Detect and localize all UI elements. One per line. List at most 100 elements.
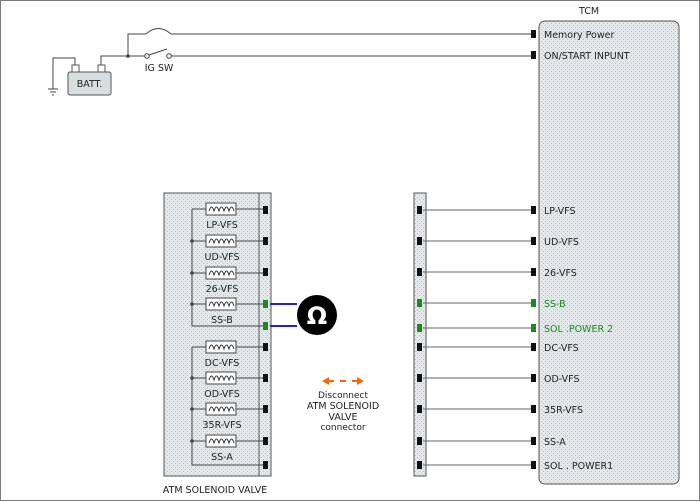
connector-pin [417, 374, 422, 382]
solenoid-coil: DC-VFS [192, 340, 263, 369]
solenoid-coil-icon [205, 202, 237, 216]
solenoid-coils: LP-VFS UD-VFS 26-VFS SS-B DC-VFS OD-VFS 35R-VF… [190, 202, 268, 469]
tcm-pin-label: LP-VFS [544, 206, 576, 217]
solenoid-coil: SS-B [192, 297, 263, 326]
valve-pin [263, 437, 268, 445]
solenoid-coil-icon [205, 434, 237, 448]
valve-pin [263, 268, 268, 276]
disconnect-note: Disconnect ATM SOLENOID VALVE connector [307, 377, 379, 433]
valve-pin [263, 300, 268, 308]
harness-wires: LP-VFS UD-VFS 26-VFS SS-B SOL .POWER 2 DC-VFS… [417, 206, 613, 472]
coil-label: DC-VFS [205, 358, 240, 369]
solenoid-coil-icon [205, 297, 237, 311]
tcm-pin-label: UD-VFS [544, 237, 579, 248]
coil-label: SS-B [211, 315, 233, 326]
connector-pin [417, 237, 422, 245]
tcm-pin [531, 437, 536, 445]
harness-wire: SS-A [417, 437, 566, 448]
valve-pin [263, 461, 268, 469]
harness-wire: OD-VFS [417, 374, 580, 385]
valve-pin [263, 206, 268, 214]
harness-wire: SS-B [417, 299, 566, 310]
ohm-symbol: Ω [307, 302, 327, 330]
tcm-pin [531, 343, 536, 351]
connector-pin [417, 405, 422, 413]
valve-pin [263, 322, 268, 330]
harness-wire: SOL .POWER 2 [417, 324, 613, 335]
solenoid-coil: UD-VFS [192, 234, 263, 263]
coil-label: OD-VFS [204, 389, 240, 400]
solenoid-coil-icon [205, 402, 237, 416]
tcm-pin-label: SOL . POWER1 [544, 461, 613, 472]
tcm-pin [531, 461, 536, 469]
coil-label: 35R-VFS [202, 420, 241, 431]
tcm-pin [531, 206, 536, 214]
valve-pin [263, 374, 268, 382]
battery: BATT. [67, 64, 112, 96]
tcm-pin-label: SOL .POWER 2 [544, 324, 613, 335]
connector-pin [417, 437, 422, 445]
solenoid-coil: SS-A [192, 434, 263, 463]
connector-pin [417, 461, 422, 469]
connector-pin [417, 299, 422, 307]
solenoid-coil: 35R-VFS [192, 402, 263, 431]
tcm-power-pin: ON/START INPUNT [531, 51, 630, 62]
solenoid-coil-icon [205, 266, 237, 280]
tcm-body [538, 20, 680, 485]
tcm-pin-label: DC-VFS [544, 343, 579, 354]
harness-wire: 35R-VFS [417, 405, 583, 416]
battery-ground-wiring [48, 57, 76, 96]
harness-connector [413, 192, 427, 477]
tcm-pin-label: SS-A [544, 437, 566, 448]
harness-wire: SOL . POWER1 [417, 461, 613, 472]
bidirectional-arrow-icon [322, 377, 364, 385]
valve-pin [263, 343, 268, 351]
coil-label: LP-VFS [206, 220, 238, 231]
solenoid-coil: LP-VFS [192, 202, 263, 231]
coil-label: SS-A [211, 452, 233, 463]
solenoid-coil-icon [205, 371, 237, 385]
tcm-pin [531, 324, 536, 332]
probe-wires [270, 303, 297, 327]
connector-pin [417, 324, 422, 332]
connector-pin [417, 343, 422, 351]
coil-label: 26-VFS [206, 284, 239, 295]
connector-pin [417, 206, 422, 214]
note-line: ATM SOLENOID [307, 401, 379, 412]
note-line: Disconnect [318, 391, 368, 401]
tcm-title: TCM [578, 6, 599, 17]
solenoid-coil-icon [205, 340, 237, 354]
harness-wire: 26-VFS [417, 268, 577, 279]
pin-label-memory-power: Memory Power [544, 30, 614, 41]
ohmmeter-icon: Ω [297, 295, 337, 335]
coil-label: UD-VFS [205, 252, 240, 263]
connector-pin [417, 268, 422, 276]
tcm-pin-label: 35R-VFS [544, 405, 583, 416]
solenoid-coil: OD-VFS [192, 371, 263, 400]
tcm-pin-label: 26-VFS [544, 268, 577, 279]
tcm-pin [531, 299, 536, 307]
valve-pin [263, 237, 268, 245]
solenoid-coil: 26-VFS [192, 266, 263, 295]
harness-wire: LP-VFS [417, 206, 576, 217]
battery-feed-wiring [100, 28, 531, 65]
pin-label-on-start-input: ON/START INPUNT [544, 51, 630, 62]
note-line: connector [320, 423, 365, 433]
tcm-pin [531, 374, 536, 382]
note-line: VALVE [328, 412, 357, 423]
tcm-pin [531, 405, 536, 413]
valve-internal-wiring [190, 209, 263, 466]
switch-label: IG SW [145, 63, 174, 74]
valve-pin [263, 405, 268, 413]
tcm-pin-label: OD-VFS [544, 374, 580, 385]
ignition-switch: IG SW [126, 53, 174, 74]
battery-label: BATT. [77, 79, 103, 90]
tcm-pin-label: SS-B [544, 299, 566, 310]
tcm-pin [531, 268, 536, 276]
tcm-power-pin: Memory Power [531, 30, 614, 41]
harness-wire: UD-VFS [417, 237, 579, 248]
harness-wire: DC-VFS [417, 343, 579, 354]
solenoid-coil-icon [205, 234, 237, 248]
